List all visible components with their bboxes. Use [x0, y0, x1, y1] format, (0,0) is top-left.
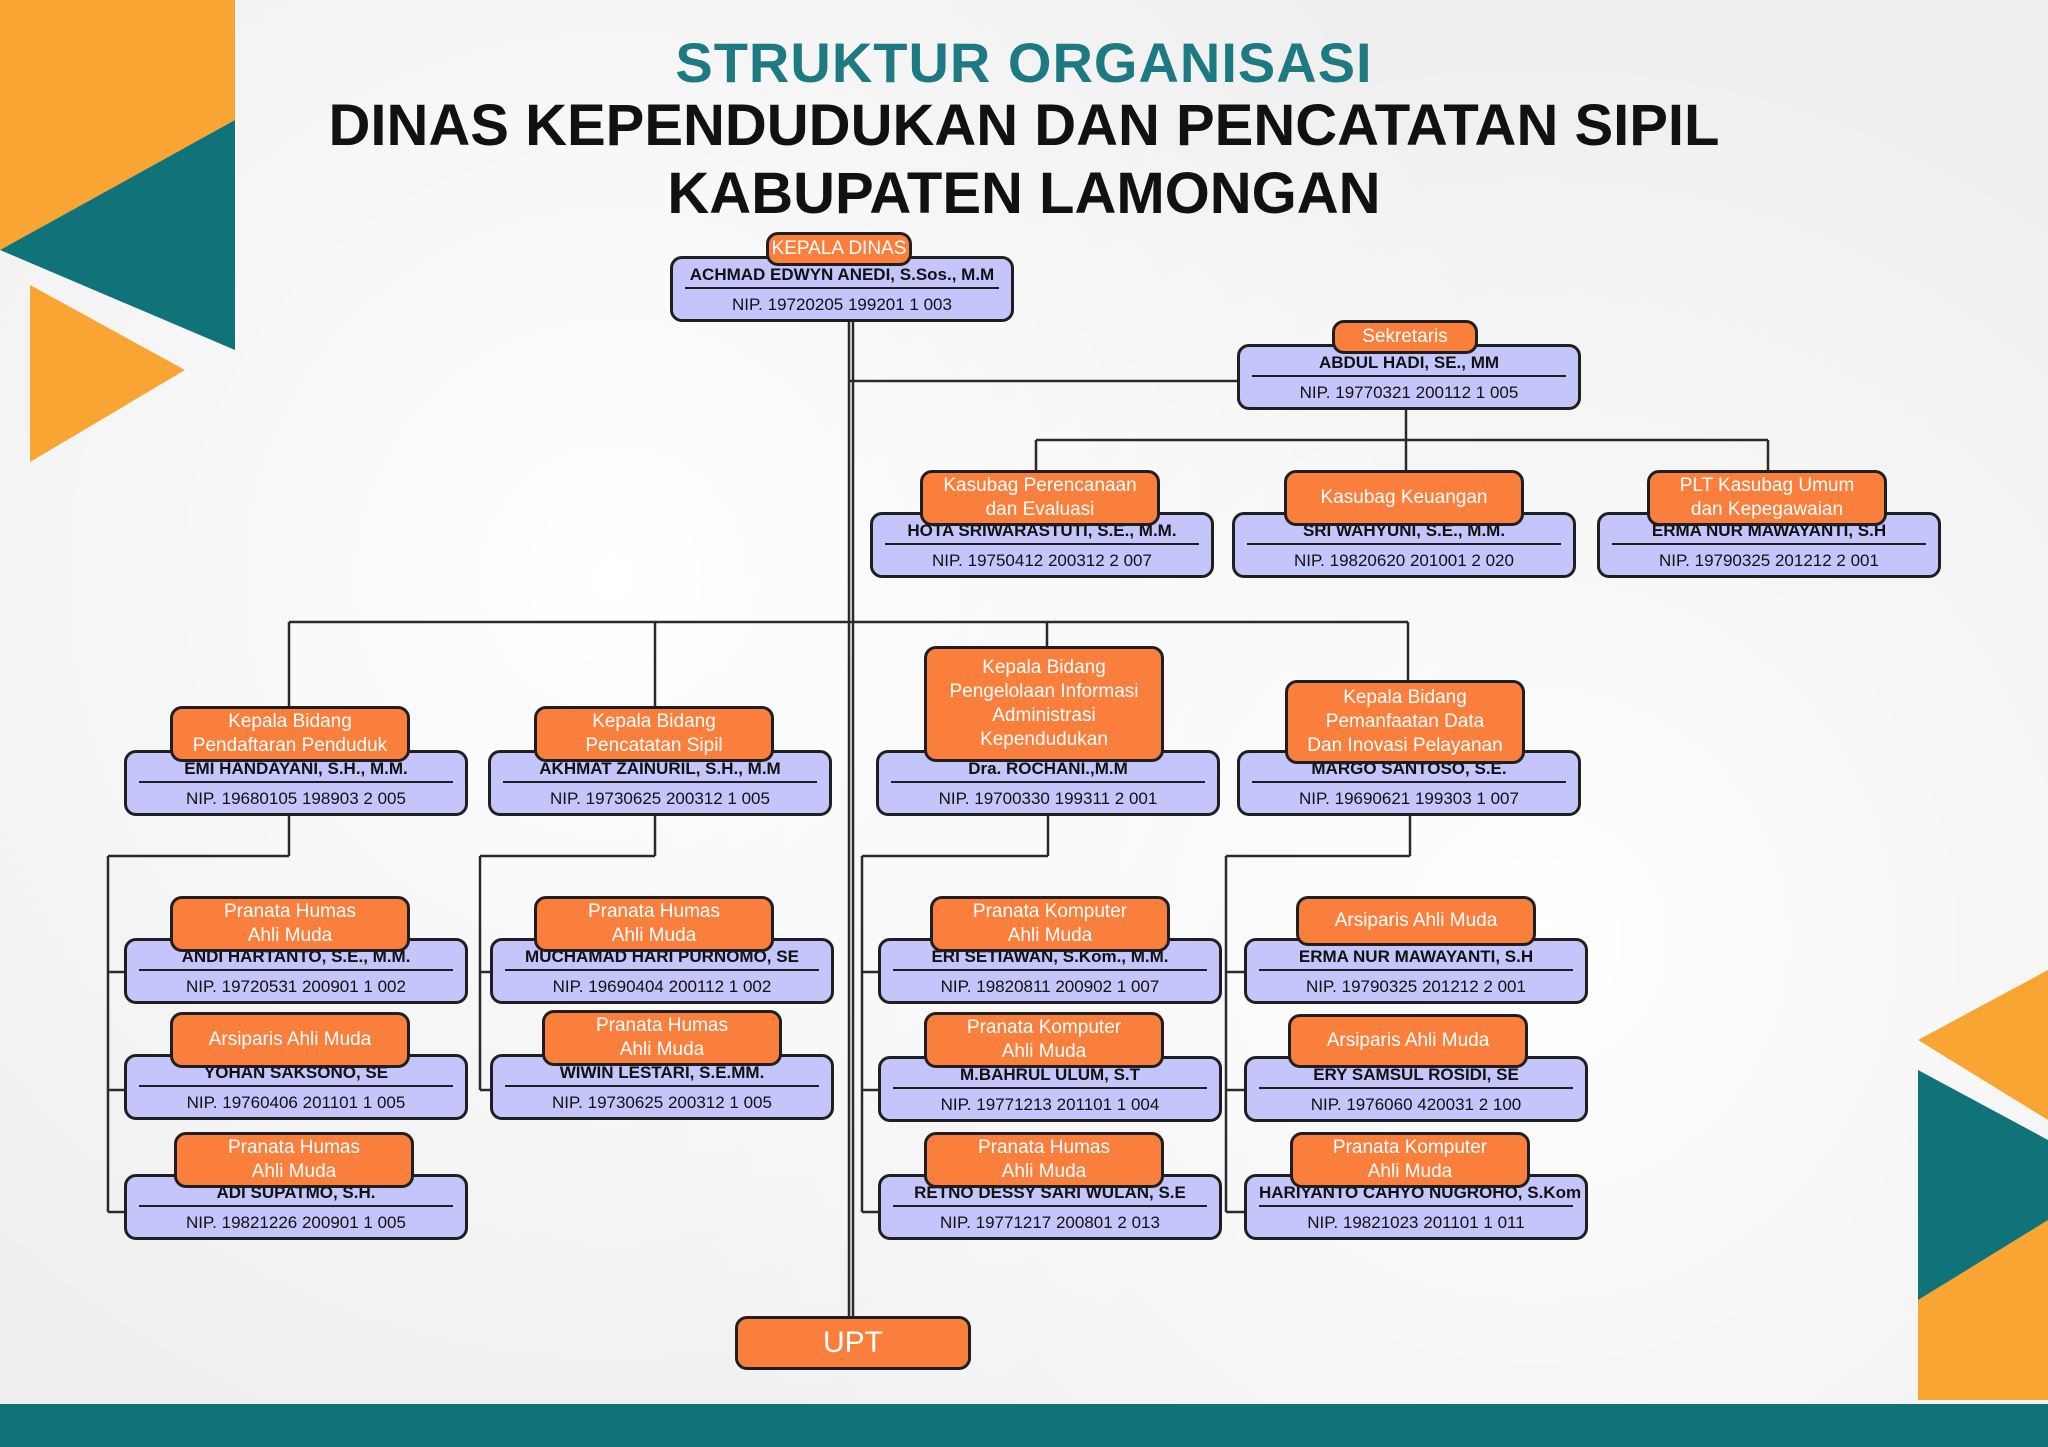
role-label: Kasubag Keuangan — [1284, 470, 1524, 526]
nip: NIP. 19720205 199201 1 003 — [732, 295, 952, 314]
title-line-2: DINAS KEPENDUDUKAN DAN PENCATATAN SIPIL — [328, 93, 1720, 158]
node-staff-bahrul: Pranata Komputer Ahli Muda M.BAHRUL ULUM… — [878, 1012, 1222, 1122]
role-label: Sekretaris — [1332, 320, 1478, 354]
node-kepala-dinas: KEPALA DINAS ACHMAD EDWYN ANEDI, S.Sos.,… — [670, 232, 1014, 322]
role-label: KEPALA DINAS — [766, 232, 912, 266]
role-label: Pranata Humas Ahli Muda — [174, 1132, 414, 1188]
role-label: Kepala Bidang Pengelolaan Informasi Admi… — [924, 646, 1164, 762]
nip: NIP. 19760406 201101 1 005 — [186, 1093, 406, 1112]
role-label: Kepala Bidang Pencatatan Sipil — [534, 706, 774, 762]
role-label: Kepala Bidang Pendaftaran Penduduk — [170, 706, 410, 762]
nip: NIP. 19690621 199303 1 007 — [1299, 789, 1519, 808]
person-name: M.BAHRUL ULUM, S.T — [893, 1065, 1207, 1089]
node-kasubag-umum: PLT Kasubag Umum dan Kepegawaian ERMA NU… — [1597, 470, 1941, 578]
title-line-1: STRUKTUR ORGANISASI — [675, 31, 1373, 94]
role-label: Pranata Komputer Ahli Muda — [930, 896, 1170, 952]
node-staff-wiwin: Pranata Humas Ahli Muda WIWIN LESTARI, S… — [490, 1010, 834, 1120]
nip: NIP. 19771217 200801 2 013 — [940, 1213, 1160, 1232]
nip: NIP. 19680105 198903 2 005 — [186, 789, 406, 808]
role-label: Pranata Humas Ahli Muda — [170, 896, 410, 952]
node-staff-hariyanto: Pranata Komputer Ahli Muda HARIYANTO CAH… — [1244, 1132, 1588, 1240]
node-bidang-informasi: Kepala Bidang Pengelolaan Informasi Admi… — [876, 646, 1220, 816]
nip: NIP. 19750412 200312 2 007 — [932, 551, 1152, 570]
node-staff-erma: Arsiparis Ahli Muda ERMA NUR MAWAYANTI, … — [1244, 896, 1588, 1004]
node-staff-andi: Pranata Humas Ahli Muda ANDI HARTANTO, S… — [124, 896, 468, 1004]
person-name: ACHMAD EDWYN ANEDI, S.Sos., M.M — [685, 265, 999, 289]
node-staff-ery: Arsiparis Ahli Muda ERY SAMSUL ROSIDI, S… — [1244, 1014, 1588, 1122]
node-staff-retno: Pranata Humas Ahli Muda RETNO DESSY SARI… — [878, 1132, 1222, 1240]
role-label: Arsiparis Ahli Muda — [1296, 896, 1536, 946]
title-line-3: KABUPATEN LAMONGAN — [667, 161, 1381, 226]
nip: NIP. 19770321 200112 1 005 — [1299, 383, 1519, 402]
node-kasubag-keuangan: Kasubag Keuangan SRI WAHYUNI, S.E., M.M.… — [1232, 470, 1576, 578]
nip: NIP. 19700330 199311 2 001 — [938, 789, 1158, 808]
upt-box: UPT — [735, 1316, 971, 1370]
role-label: Arsiparis Ahli Muda — [170, 1012, 410, 1068]
top-left-decoration — [0, 0, 235, 462]
person-name: EMI HANDAYANI, S.H., M.M. — [139, 759, 453, 783]
role-label: Kepala Bidang Pemanfaatan Data Dan Inova… — [1285, 680, 1525, 764]
person-name: ERY SAMSUL ROSIDI, SE — [1259, 1065, 1573, 1089]
node-bidang-pendaftaran: Kepala Bidang Pendaftaran Penduduk EMI H… — [124, 706, 468, 816]
node-staff-muchamad: Pranata Humas Ahli Muda MUCHAMAD HARI PU… — [490, 896, 834, 1004]
right-decoration — [1918, 970, 2048, 1400]
nip: NIP. 19821226 200901 1 005 — [186, 1213, 406, 1232]
node-kasubag-perencanaan: Kasubag Perencanaan dan Evaluasi HOTA SR… — [870, 470, 1214, 578]
nip: NIP. 19720531 200901 1 002 — [186, 977, 406, 996]
node-staff-adi: Pranata Humas Ahli Muda ADI SUPATMO, S.H… — [124, 1132, 468, 1240]
role-label: Pranata Komputer Ahli Muda — [1290, 1132, 1530, 1188]
role-label: Arsiparis Ahli Muda — [1288, 1014, 1528, 1068]
person-name: ERMA NUR MAWAYANTI, S.H — [1259, 947, 1573, 971]
role-label: Kasubag Perencanaan dan Evaluasi — [920, 470, 1160, 526]
nip: NIP. 19730625 200312 1 005 — [552, 1093, 772, 1112]
role-label: Pranata Humas Ahli Muda — [924, 1132, 1164, 1188]
nip: NIP. 1976060 420031 2 100 — [1310, 1095, 1522, 1114]
person-name: Dra. ROCHANI.,M.M — [891, 759, 1205, 783]
nip: NIP. 19771213 201101 1 004 — [940, 1095, 1160, 1114]
role-label: PLT Kasubag Umum dan Kepegawaian — [1647, 470, 1887, 526]
node-bidang-pemanfaatan: Kepala Bidang Pemanfaatan Data Dan Inova… — [1237, 680, 1581, 816]
node-staff-eri: Pranata Komputer Ahli Muda ERI SETIAWAN,… — [878, 896, 1222, 1004]
node-sekretaris: Sekretaris ABDUL HADI, SE., MM NIP. 19770… — [1237, 320, 1581, 410]
node-bidang-pencatatan: Kepala Bidang Pencatatan Sipil AKHMAT ZA… — [488, 706, 832, 816]
nip: NIP. 19790325 201212 2 001 — [1659, 551, 1879, 570]
role-label: Pranata Humas Ahli Muda — [534, 896, 774, 952]
nip: NIP. 19690404 200112 1 002 — [552, 977, 772, 996]
bottom-bar — [0, 1404, 2048, 1447]
person-name: ABDUL HADI, SE., MM — [1252, 353, 1566, 377]
role-label: Pranata Komputer Ahli Muda — [924, 1012, 1164, 1068]
role-label: Pranata Humas Ahli Muda — [542, 1010, 782, 1066]
person-name: WIWIN LESTARI, S.E.MM. — [505, 1063, 819, 1087]
nip: NIP. 19820811 200902 1 007 — [940, 977, 1160, 996]
nip: NIP. 19820620 201001 2 020 — [1294, 551, 1514, 570]
nip: NIP. 19790325 201212 2 001 — [1306, 977, 1526, 996]
nip: NIP. 19730625 200312 1 005 — [550, 789, 770, 808]
nip: NIP. 19821023 201101 1 011 — [1307, 1213, 1525, 1232]
person-name: AKHMAT ZAINURIL, S.H., M.M — [503, 759, 817, 783]
